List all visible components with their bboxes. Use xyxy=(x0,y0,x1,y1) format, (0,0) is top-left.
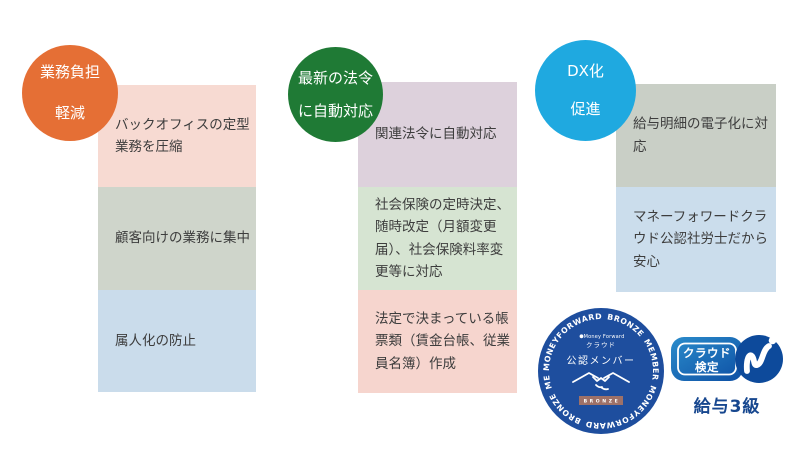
exam-badge-rect xyxy=(671,337,743,381)
benefit-box-backoffice: バックオフィスの定型業務を圧縮 xyxy=(98,85,256,187)
benefit-text: 法定で決まっている帳票類（賃金台帳、従業員名簿）作成 xyxy=(375,311,510,372)
certified-member-text: 公認メンバー xyxy=(567,354,636,367)
brand-name-text: Money Forward xyxy=(584,334,625,340)
benefit-box-social-insurance: 社会保険の定時決定、随時改定（月額変更届）、社会保険料率変更等に対応 xyxy=(358,187,517,290)
benefit-box-certified-sharoushi: マネーフォワードクラウド公認社労士だから安心 xyxy=(616,187,776,292)
cloud-exam-badge-graphic: クラウド 検定 xyxy=(671,335,783,383)
cloud-exam-badge: クラウド 検定 給与3級 xyxy=(668,330,786,417)
benefit-box-depersonalization: 属人化の防止 xyxy=(98,290,256,392)
circle-label-line2: 促進 xyxy=(570,100,601,118)
benefit-text: 関連法令に自動対応 xyxy=(375,126,497,143)
benefit-box-customer-focus: 顧客向けの業務に集中 xyxy=(98,187,256,290)
exam-title-line2: 検定 xyxy=(695,360,719,374)
benefit-text: 属人化の防止 xyxy=(115,332,196,349)
circle-label-line1: DX化 xyxy=(567,62,604,80)
benefit-box-epayslip: 給与明細の電子化に対応 xyxy=(616,84,776,187)
category-circle-law: 最新の法令 に自動対応 xyxy=(288,47,383,142)
circle-label-line2: に自動対応 xyxy=(297,101,373,120)
bronze-tier-band xyxy=(579,396,623,405)
moneyforward-logo: Money Forward xyxy=(579,334,625,340)
exam-grade-text: 給与3級 xyxy=(693,397,761,417)
category-circle-workload: 業務負担 軽減 xyxy=(22,45,118,141)
benefit-text: 社会保険の定時決定、随時改定（月額変更届）、社会保険料率変更等に対応 xyxy=(375,196,510,280)
moneyforward-logo-mark xyxy=(579,334,584,339)
circle-label-line2: 軽減 xyxy=(54,104,85,122)
benefit-text: 給与明細の電子化に対応 xyxy=(633,116,768,155)
benefit-box-statutory-forms: 法定で決まっている帳票類（賃金台帳、従業員名簿）作成 xyxy=(358,290,517,393)
benefit-text: バックオフィスの定型業務を圧縮 xyxy=(115,116,250,155)
moneyforward-bronze-member-badge: MONEYFORWARD BRONZE MEMBER MONEYFORWARD … xyxy=(538,308,664,434)
moneyforward-m-icon xyxy=(743,336,777,374)
category-circle-dx: DX化 促進 xyxy=(535,40,636,141)
benefit-text: マネーフォワードクラウド公認社労士だから安心 xyxy=(633,209,768,270)
badge-background-circle xyxy=(538,308,664,434)
circle-label-line1: 業務負担 xyxy=(39,63,100,81)
handshake-icon xyxy=(572,372,630,391)
benefit-box-related-laws: 関連法令に自動対応 xyxy=(358,82,517,187)
bronze-tier-text: BRONZE xyxy=(584,399,621,405)
circle-label-line1: 最新の法令 xyxy=(297,68,373,87)
exam-title-line1: クラウド xyxy=(683,346,731,360)
cloud-label-text: クラウド xyxy=(586,341,616,349)
benefit-text: 顧客向けの業務に集中 xyxy=(115,230,250,247)
